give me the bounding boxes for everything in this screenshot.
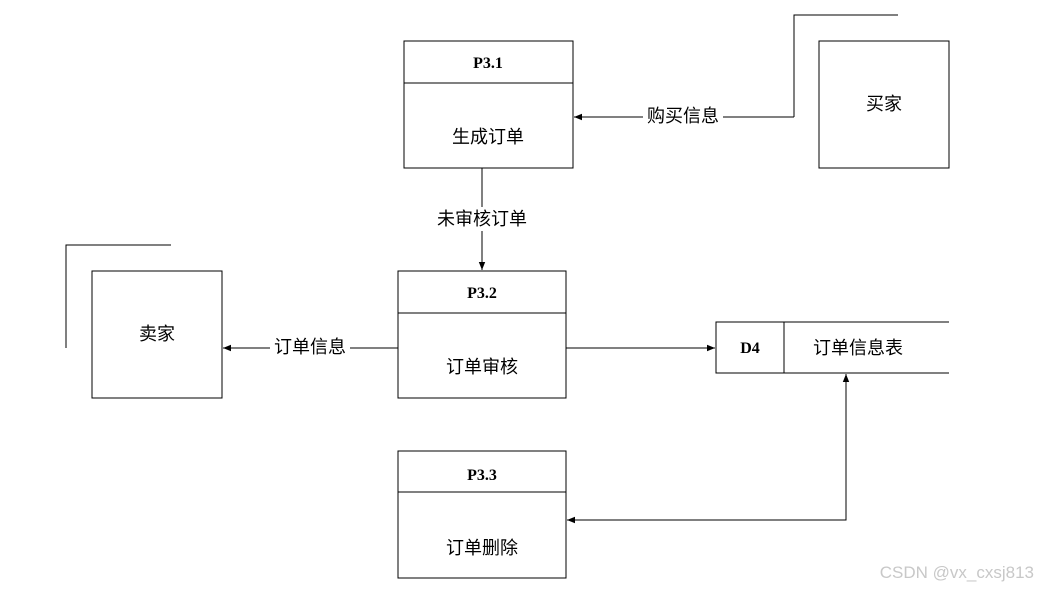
process-p3-1-id: P3.1 (473, 55, 503, 72)
flow-order-info-label: 订单信息 (274, 337, 346, 357)
entity-buyer: 买家 (793, 14, 950, 169)
process-p3-2-name: 订单审核 (446, 357, 518, 377)
flow-unreviewed-order-label: 未审核订单 (437, 209, 527, 229)
process-p3-3-id: P3.3 (467, 467, 497, 484)
entity-seller-label: 卖家 (139, 324, 175, 344)
datastore-d4-id: D4 (740, 340, 760, 357)
process-p3-3-name: 订单删除 (446, 538, 518, 558)
process-p3-3: P3.3 订单删除 (397, 450, 567, 579)
process-p3-1-name: 生成订单 (452, 127, 524, 147)
flow-delete-datastore (567, 374, 850, 524)
datastore-d4: D4 订单信息表 (715, 321, 949, 374)
process-p3-2-id: P3.2 (467, 285, 497, 302)
flow-unreviewed-order: 未审核订单 (431, 168, 533, 270)
flow-order-info: 订单信息 (223, 335, 398, 359)
datastore-d4-name: 订单信息表 (813, 338, 903, 358)
flow-purchase-info: 购买信息 (574, 104, 794, 128)
process-p3-1: P3.1 生成订单 (403, 40, 574, 169)
flow-purchase-info-label: 购买信息 (647, 106, 719, 126)
entity-buyer-label: 买家 (866, 94, 902, 114)
watermark: CSDN @vx_cxsj813 (879, 563, 1034, 582)
process-p3-2: P3.2 订单审核 (397, 270, 567, 399)
entity-seller: 卖家 (65, 244, 223, 399)
